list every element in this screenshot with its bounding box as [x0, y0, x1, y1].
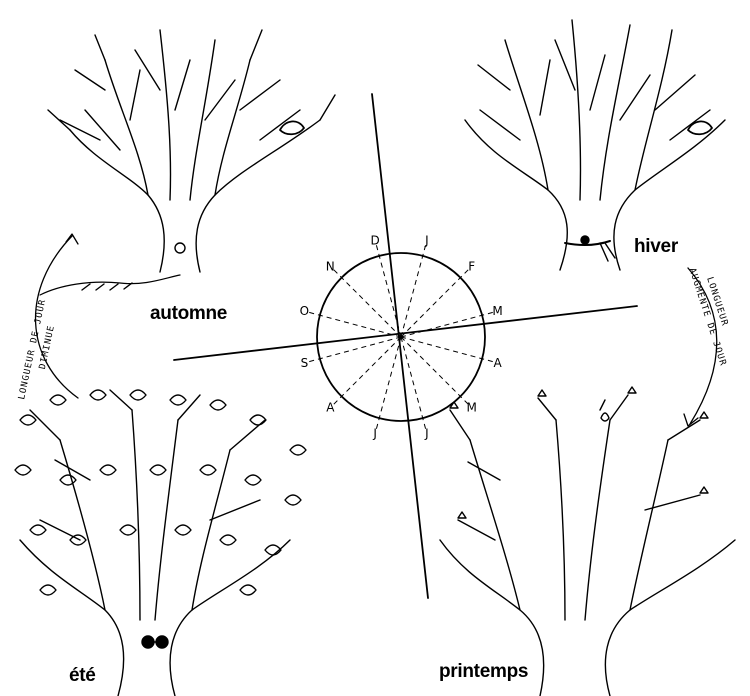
summer-tree [15, 390, 306, 696]
month-label: D [370, 233, 379, 247]
month-circle: J F M A M J J A S O N D [300, 233, 503, 440]
axis-line-equinox [174, 306, 637, 360]
label-summer: été [69, 665, 96, 686]
month-label: J [424, 427, 429, 441]
label-spring: printemps [439, 661, 528, 682]
label-autumn: automne [150, 303, 227, 324]
month-label: M [467, 401, 477, 415]
month-label: N [326, 259, 335, 273]
note-day-length-decreasing: LONGUEUR DE JOUR DIMINUE [17, 298, 62, 403]
month-label: A [326, 401, 335, 415]
month-label: S [301, 356, 309, 370]
month-label: J [372, 427, 377, 441]
axis-line-solstice [372, 94, 428, 598]
label-winter: hiver [634, 236, 679, 257]
month-label: A [493, 356, 502, 370]
spring-tree [440, 387, 735, 696]
month-label: O [300, 304, 309, 318]
autumn-tree [40, 30, 335, 295]
month-label: J [424, 233, 429, 247]
month-spoke [306, 337, 401, 362]
month-label: M [492, 304, 502, 318]
month-spoke [401, 337, 496, 362]
month-spoke [401, 337, 470, 406]
month-spoke [332, 268, 401, 337]
month-spoke [306, 312, 401, 337]
winter-tree [465, 20, 725, 270]
month-spoke [401, 242, 426, 337]
month-spoke [376, 337, 401, 432]
month-label: F [468, 259, 475, 273]
month-spoke [332, 337, 401, 406]
